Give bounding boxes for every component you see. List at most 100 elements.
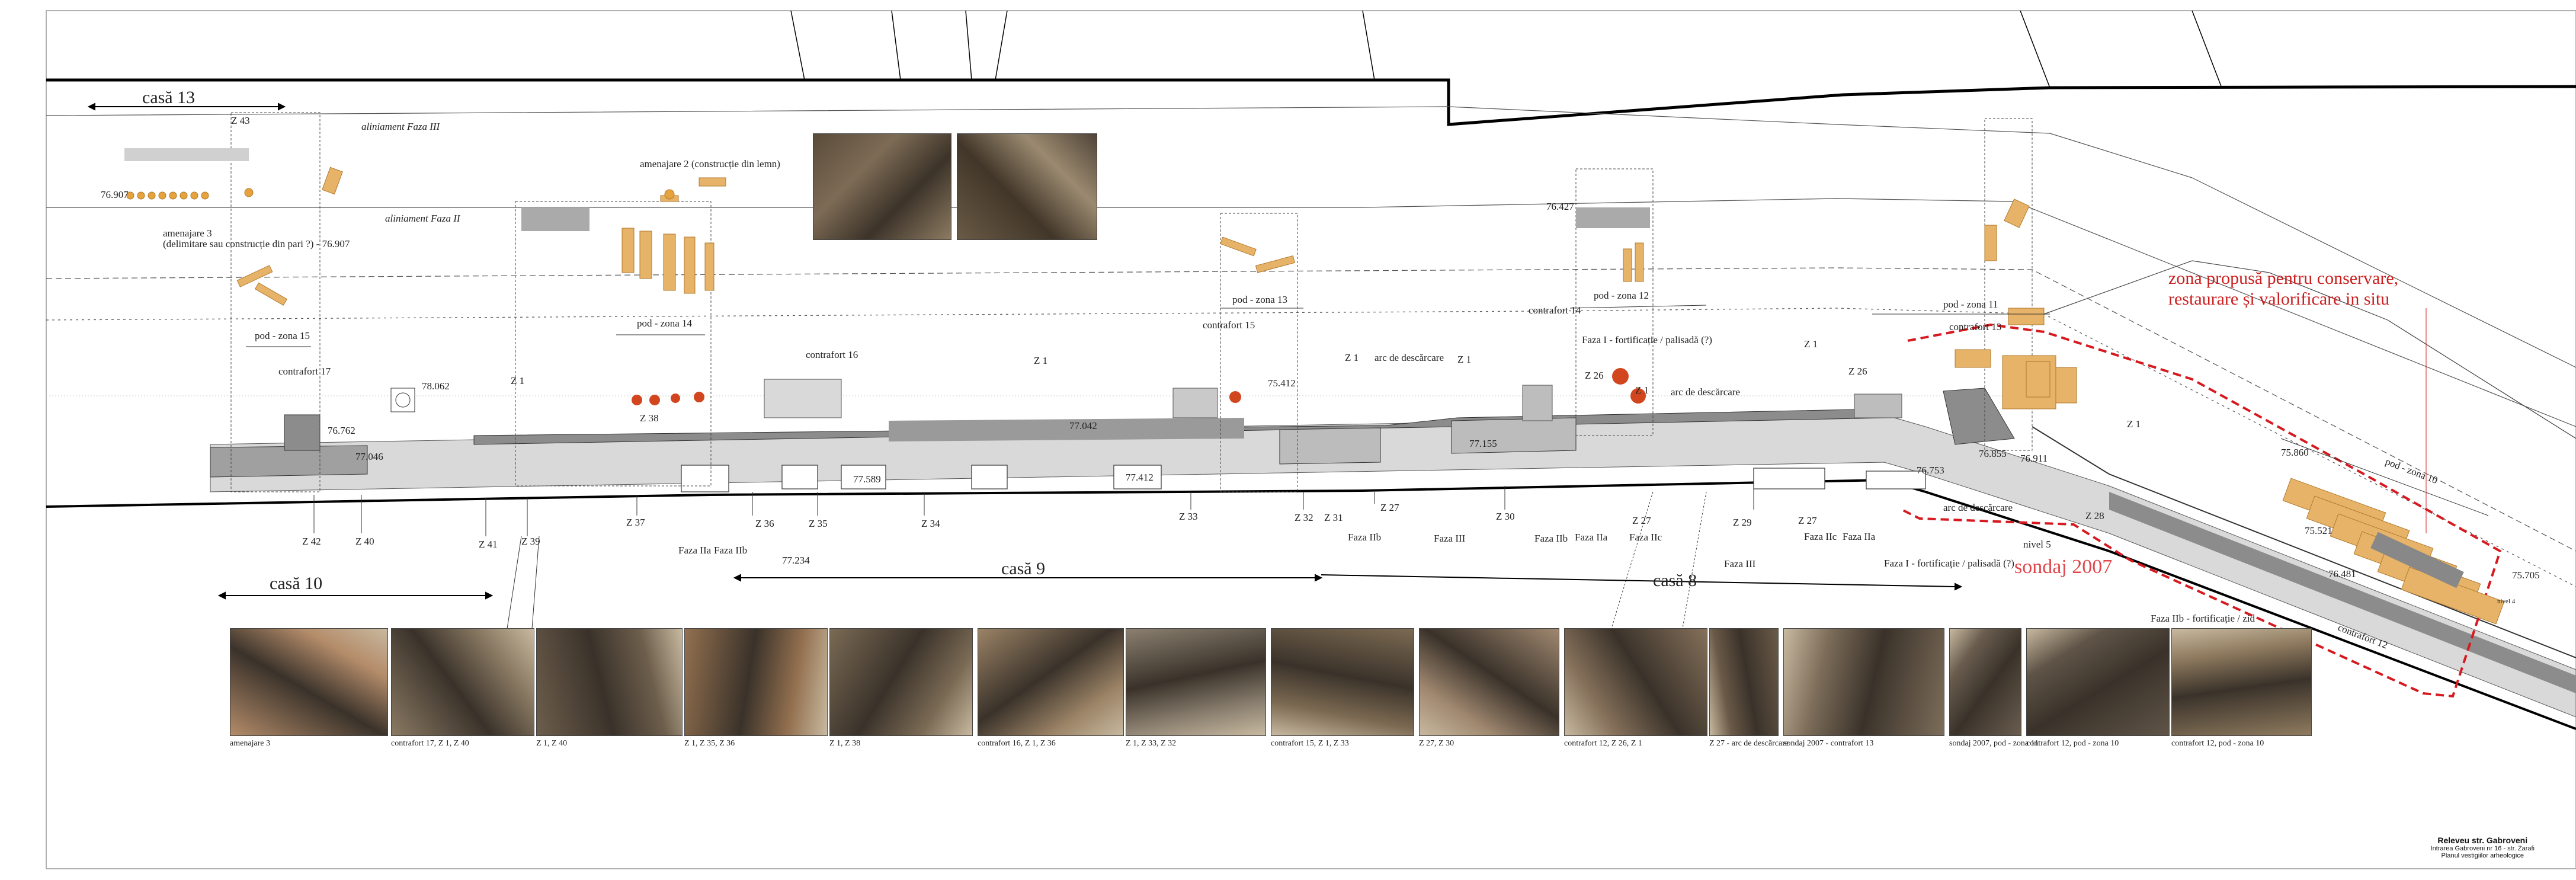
red-posts	[632, 368, 1646, 405]
photo-caption-12: sondaj 2007 - contrafort 13	[1783, 739, 1874, 748]
label-amenajare-3-desc: (delimitare sau construcție din pari ?) …	[163, 238, 350, 249]
label-faza-IIb-zid: Faza IIb - fortificație / zid	[2151, 613, 2255, 624]
pod10-dark-strip	[2370, 532, 2464, 588]
label-elev-76481: 76.481	[2328, 568, 2356, 580]
label-contrafort-16: contrafort 16	[806, 349, 858, 360]
photo-caption-11: Z 27 - arc de descărcare	[1709, 739, 1789, 748]
label-z38: Z 38	[640, 412, 659, 424]
label-z26-a: Z 26	[1585, 370, 1604, 381]
label-z34: Z 34	[921, 518, 940, 529]
photo-14	[2026, 628, 2170, 736]
label-pod-13: pod - zona 13	[1232, 294, 1288, 305]
label-z1-f: Z 1	[1804, 338, 1818, 350]
photo-8	[1271, 628, 1414, 736]
pod-arrows	[246, 305, 2489, 516]
label-house-9: casă 9	[1001, 559, 1046, 578]
label-faza-IIb-3: Faza IIb	[1534, 533, 1568, 544]
label-z37: Z 37	[626, 517, 645, 528]
label-z36: Z 36	[755, 518, 774, 529]
label-faza-IIb-1: Faza IIb	[714, 545, 748, 556]
label-elev-76907: 76.907	[101, 189, 129, 200]
title-block: Releveu str. Gabroveni Intrarea Gabroven…	[2431, 836, 2535, 859]
cellar-rooms	[681, 465, 1926, 492]
label-house-10: casă 10	[270, 574, 323, 593]
label-faza-III-2: Faza III	[1724, 558, 1756, 569]
label-arc-1: arc de descărcare	[1374, 352, 1444, 363]
photo-15	[2171, 628, 2312, 736]
photo-12	[1783, 628, 1944, 736]
photo-5	[829, 628, 973, 736]
label-elev-76911: 76.911	[2020, 453, 2048, 464]
label-pod-14: pod - zona 14	[637, 318, 693, 329]
photo-caption-7: Z 1, Z 33, Z 32	[1126, 739, 1177, 748]
label-faza-IIa-1: Faza IIa	[678, 545, 712, 556]
plan-photo-1	[813, 133, 951, 240]
photo-4	[684, 628, 828, 736]
sheet-border	[46, 10, 2576, 869]
label-z29: Z 29	[1733, 517, 1752, 528]
label-contrafort-13: contrafort 13	[1949, 321, 2002, 332]
label-elev-75705: 75.705	[2512, 569, 2540, 581]
label-z1-c: Z 1	[1345, 352, 1359, 363]
label-z1-d: Z 1	[1457, 354, 1472, 365]
label-z1-a: Z 1	[511, 375, 525, 386]
photo-2	[391, 628, 534, 736]
photo-caption-14: contrafort 12, pod - zona 10	[2026, 739, 2119, 748]
fortification-wall	[210, 379, 2576, 718]
label-z32: Z 32	[1295, 512, 1313, 523]
photo-caption-15: contrafort 12, pod - zona 10	[2171, 739, 2264, 748]
label-z27-b: Z 27	[1632, 515, 1651, 526]
label-arc-2: arc de descărcare	[1671, 386, 1741, 398]
label-elev-75860: 75.860	[2281, 447, 2309, 458]
label-faza-IIb-2: Faza IIb	[1348, 532, 1382, 543]
label-house-8: casă 8	[1653, 571, 1697, 590]
label-z1-e: Z 1	[1635, 385, 1649, 396]
label-z35: Z 35	[809, 518, 828, 529]
photo-caption-6: contrafort 16, Z 1, Z 36	[978, 739, 1056, 748]
label-elev-77155: 77.155	[1469, 438, 1497, 449]
photo-caption-1: amenajare 3	[230, 739, 271, 748]
label-faza-IIc-2: Faza IIc	[1804, 531, 1837, 542]
photo-10	[1564, 628, 1707, 736]
title-line-1: Releveu str. Gabroveni	[2437, 836, 2528, 845]
label-z27-a: Z 27	[1380, 502, 1399, 513]
label-elev-77234: 77.234	[782, 555, 810, 566]
photo-caption-9: Z 27, Z 30	[1419, 739, 1454, 748]
label-faza-IIa-2: Faza IIa	[1575, 532, 1608, 543]
label-z39: Z 39	[521, 536, 540, 547]
label-sondaj-2007: sondaj 2007	[2014, 556, 2113, 578]
label-z31: Z 31	[1324, 512, 1343, 523]
photo-13	[1949, 628, 2021, 736]
label-amenajare-2: amenajare 2 (construcție din lemn)	[640, 158, 780, 169]
photo-1	[230, 628, 388, 736]
photo-caption-5: Z 1, Z 38	[829, 739, 861, 748]
label-z41: Z 41	[479, 539, 498, 550]
photo-6	[978, 628, 1124, 736]
label-z1-g: Z 1	[2127, 418, 2141, 430]
label-contrafort-17: contrafort 17	[278, 366, 331, 377]
label-z1-b: Z 1	[1034, 355, 1048, 366]
label-z40: Z 40	[355, 536, 374, 547]
title-line-3: Planul vestigiilor arheologice	[2441, 852, 2524, 859]
photo-caption-10: contrafort 12, Z 26, Z 1	[1564, 739, 1642, 748]
photo-9	[1419, 628, 1559, 736]
street-outline	[46, 10, 2576, 126]
label-nivel-4: nivel 4	[2497, 598, 2516, 605]
house-arrows	[87, 103, 1963, 600]
label-pod-15: pod - zona 15	[255, 330, 310, 341]
label-elev-77589: 77.589	[853, 473, 881, 485]
label-contrafort-15: contrafort 15	[1203, 319, 1255, 331]
label-amenajare-3: amenajare 3	[163, 228, 212, 239]
label-elev-78062: 78.062	[422, 380, 450, 392]
label-arc-3: arc de descărcare	[1943, 502, 2013, 513]
photo-caption-8: contrafort 15, Z 1, Z 33	[1271, 739, 1349, 748]
label-elev-77046: 77.046	[355, 451, 383, 462]
plan-photo-2	[957, 133, 1097, 240]
label-house-13: casă 13	[142, 88, 196, 107]
label-faza1-palisada: Faza I - fortificație / palisadă (?)	[1582, 334, 1712, 345]
label-z28: Z 28	[2085, 510, 2104, 521]
label-z33: Z 33	[1179, 511, 1198, 522]
label-elev-76427: 76.427	[1546, 201, 1574, 212]
label-aliniament-2: aliniament Faza II	[385, 213, 460, 224]
